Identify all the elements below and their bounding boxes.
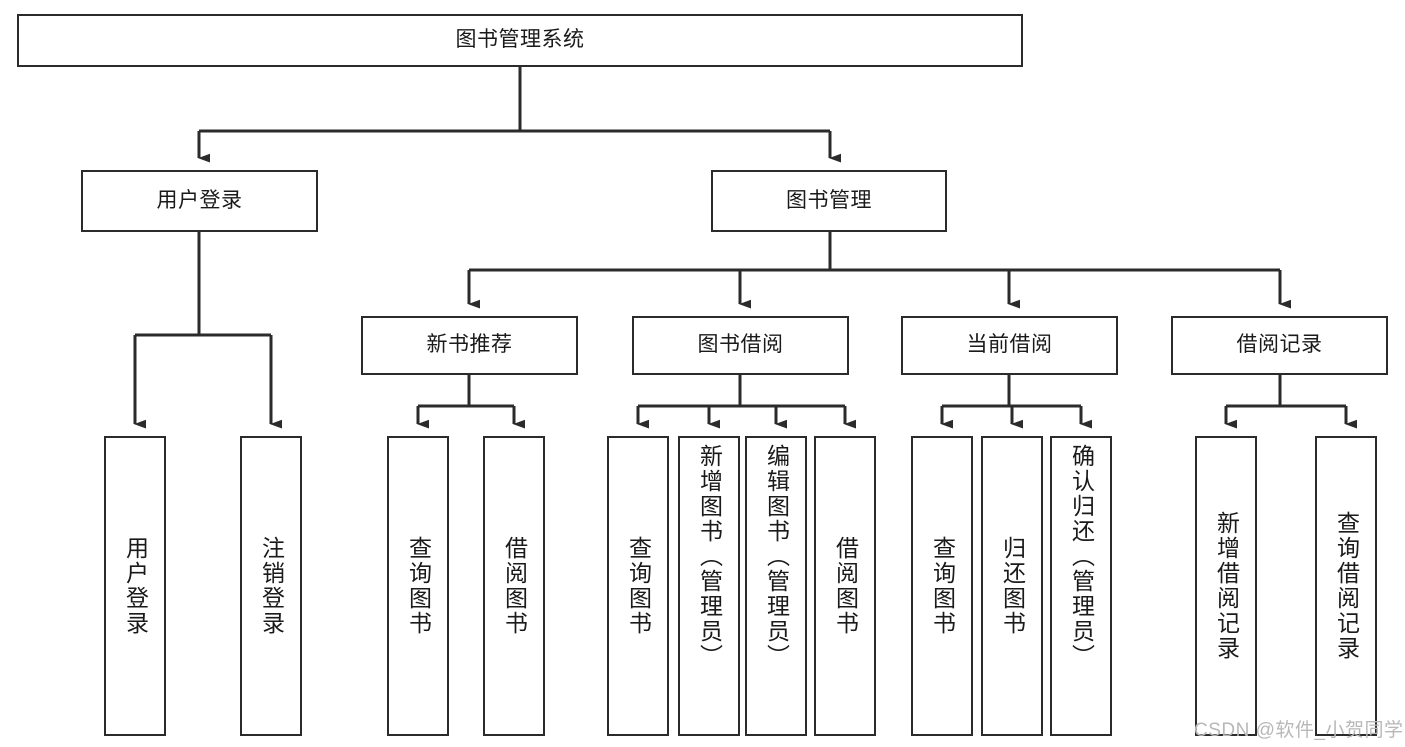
node-label: 新书推荐 [426,333,513,357]
node-label: 借阅图书 [832,536,859,636]
node-root-system[interactable]: 图书管理系统 [17,14,1023,67]
node-label: 图书管理 [786,188,872,212]
node-label: 借阅记录 [1236,333,1323,357]
node-new-book-recommend[interactable]: 新书推荐 [361,316,578,375]
leaf-logout[interactable]: 注销登录 [240,436,302,736]
node-label: 图书管理系统 [455,28,585,52]
leaf-edit-book-admin[interactable]: 编辑图书（管理员） [745,436,807,736]
leaf-add-book-admin[interactable]: 新增图书（管理员） [678,436,740,736]
leaf-user-login[interactable]: 用户登录 [104,436,166,736]
node-label: 查询图书 [929,536,956,636]
leaf-add-borrow-record[interactable]: 新增借阅记录 [1195,436,1257,736]
leaf-return-book[interactable]: 归还图书 [981,436,1043,736]
node-label: 查询图书 [625,536,652,636]
node-book-borrow[interactable]: 图书借阅 [632,316,849,375]
leaf-query-book-recommend[interactable]: 查询图书 [387,436,449,736]
node-label: 注销登录 [258,536,285,636]
node-label: 新增借阅记录 [1213,511,1240,661]
node-label: 编辑图书（管理员） [763,444,790,669]
node-label: 当前借阅 [966,333,1053,357]
node-label: 查询图书 [405,536,432,636]
node-label: 新增图书（管理员） [696,444,723,669]
node-label: 用户登录 [156,188,243,212]
node-label: 借阅图书 [501,536,528,636]
leaf-borrow-book[interactable]: 借阅图书 [814,436,876,736]
node-user-login[interactable]: 用户登录 [81,170,318,232]
leaf-query-borrow-record[interactable]: 查询借阅记录 [1315,436,1377,736]
leaf-query-book-current[interactable]: 查询图书 [911,436,973,736]
leaf-query-book-borrow[interactable]: 查询图书 [607,436,669,736]
node-current-borrow[interactable]: 当前借阅 [901,316,1118,375]
node-label: 归还图书 [999,536,1026,636]
node-borrow-record[interactable]: 借阅记录 [1171,316,1388,375]
node-label: 查询借阅记录 [1333,511,1360,661]
node-label: 图书借阅 [697,333,784,357]
node-label: 确认归还（管理员） [1068,444,1095,669]
node-label: 用户登录 [122,536,149,636]
node-book-management[interactable]: 图书管理 [711,170,947,232]
leaf-confirm-return-admin[interactable]: 确认归还（管理员） [1050,436,1112,736]
csdn-watermark: CSDN @软件_小贺同学 [1194,720,1404,741]
leaf-borrow-book-recommend[interactable]: 借阅图书 [483,436,545,736]
